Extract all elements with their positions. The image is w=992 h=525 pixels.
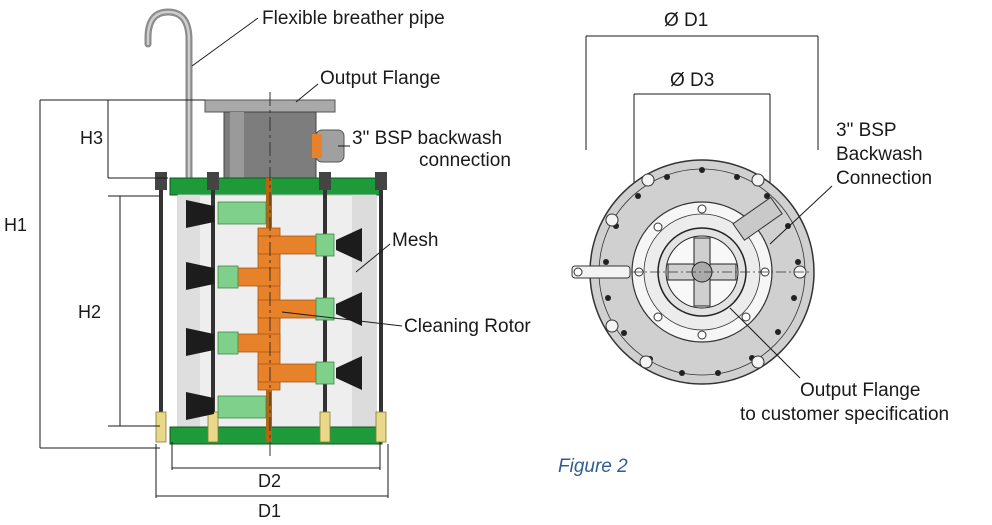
label-breather-pipe: Flexible breather pipe (262, 8, 445, 29)
breather-stub (571, 265, 631, 279)
label-backwash-2: Backwash (836, 144, 923, 165)
label-output-flange: Output Flange (320, 68, 440, 89)
cleaning-rotor (227, 178, 329, 442)
rotor-nozzles (186, 200, 362, 420)
label-mesh: Mesh (392, 230, 438, 251)
side-leaders (191, 17, 403, 327)
dim-d2: D2 (258, 471, 281, 491)
dim-h3: H3 (80, 128, 103, 148)
side-dimensions (39, 99, 389, 498)
label-backwash-connection-1: 3" BSP backwash (352, 128, 502, 149)
backwash-stub (732, 196, 783, 241)
bottom-flange (169, 426, 383, 445)
top-flange (169, 177, 383, 196)
label-backwash-3: Connection (836, 168, 932, 189)
breather-pipe (144, 8, 193, 182)
label-output-flange-2: to customer specification (740, 404, 949, 425)
dim-h2: H2 (78, 302, 101, 322)
figure-caption: Figure 2 (558, 456, 628, 477)
top-view: Ø D1 Ø D3 3" BSP Backwash Connection Out… (571, 10, 949, 425)
label-output-flange-1: Output Flange (800, 380, 920, 401)
label-backwash-1: 3" BSP (836, 120, 897, 141)
label-dia-d3: Ø D3 (670, 70, 714, 91)
perimeter-bolts (603, 167, 807, 376)
side-view: Flexible breather pipe Output Flange 3" … (4, 8, 531, 521)
dim-d1: D1 (258, 501, 281, 521)
label-cleaning-rotor: Cleaning Rotor (404, 316, 531, 337)
label-backwash-connection-2: connection (419, 150, 511, 171)
dim-h1: H1 (4, 215, 27, 235)
label-dia-d1: Ø D1 (664, 10, 708, 31)
